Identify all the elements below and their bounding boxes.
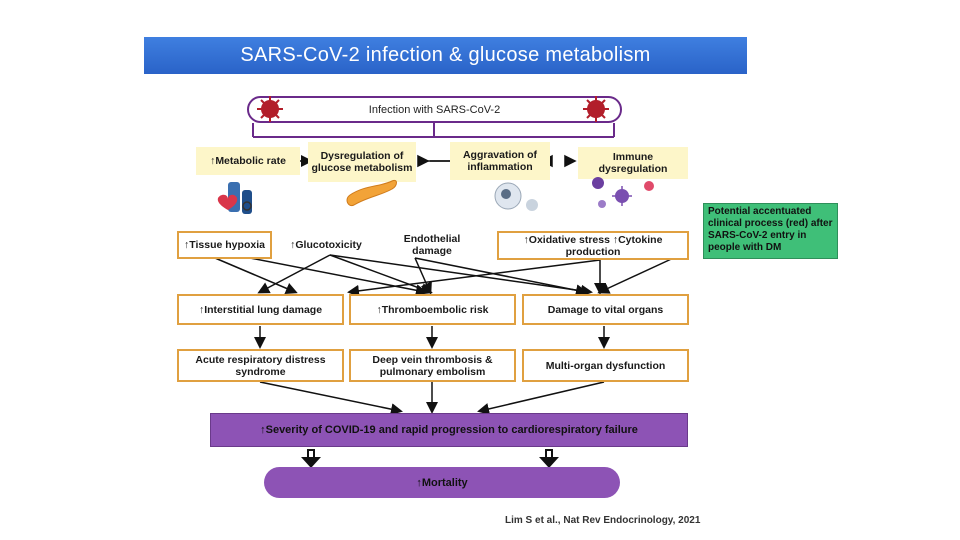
immune-box: Immune dysregulation — [578, 147, 688, 179]
mortality-pill: ↑Mortality — [264, 467, 620, 498]
aggravation-box: Aggravation of inflammation — [450, 142, 550, 180]
lung-damage-box: ↑Interstitial lung damage — [177, 294, 344, 325]
infection-label: Infection with SARS-CoV-2 — [368, 103, 501, 116]
endothelial-label: Endothelial damage — [403, 233, 461, 257]
dysregulation-box: Dysregulation of glucose metabolism — [308, 142, 416, 182]
virus-icon-left — [257, 96, 283, 122]
glucotoxicity-label: ↑Glucotoxicity — [290, 239, 362, 251]
thromboembolic-box: ↑Thromboembolic risk — [349, 294, 516, 325]
multi-organ-box: Multi-organ dysfunction — [522, 349, 689, 382]
infection-pill — [247, 96, 622, 123]
dvt-box: Deep vein thrombosis & pulmonary embolis… — [349, 349, 516, 382]
vital-organs-box: Damage to vital organs — [522, 294, 689, 325]
lungs-heart-icon — [217, 182, 252, 214]
pancreas-icon — [346, 179, 397, 207]
severity-box: ↑Severity of COVID-19 and rapid progress… — [210, 413, 688, 447]
immune-cell-icon — [494, 182, 538, 211]
clinical-process-note: Potential accentuated clinical process (… — [703, 203, 838, 259]
virus-icon-right — [583, 96, 609, 122]
citation: Lim S et al., Nat Rev Endocrinology, 202… — [505, 515, 701, 526]
cytokine-cells-icon — [592, 177, 654, 208]
oxidative-stress-box: ↑Oxidative stress ↑Cytokine production — [497, 231, 689, 260]
slide-title: SARS-CoV-2 infection & glucose metabolis… — [144, 37, 747, 74]
tissue-hypoxia-box: ↑Tissue hypoxia — [177, 231, 272, 259]
ards-box: Acute respiratory distress syndrome — [177, 349, 344, 382]
metabolic-rate-box: ↑Metabolic rate — [196, 147, 300, 175]
